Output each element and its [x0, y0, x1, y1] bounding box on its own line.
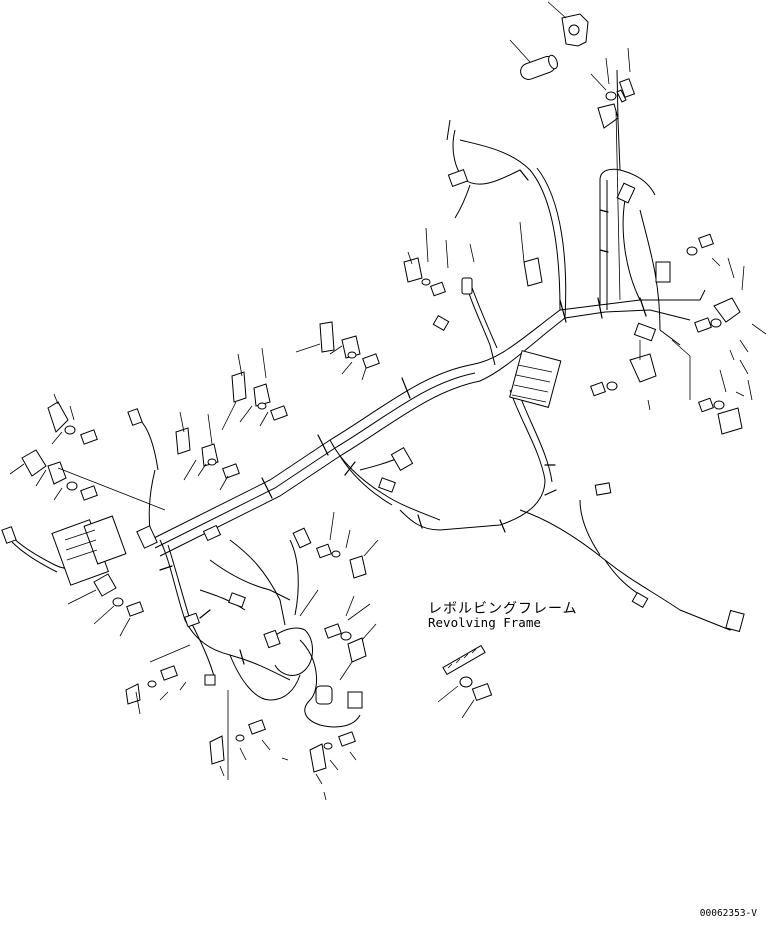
center-bolts — [299, 511, 379, 681]
caption-japanese: レボルビングフレーム — [428, 601, 578, 617]
right-lower-branch — [399, 387, 741, 631]
left-side-brackets — [9, 393, 240, 511]
top-right-bracket-assembly — [509, 1, 589, 80]
left-connector-block — [1, 515, 127, 586]
connectors — [127, 168, 745, 709]
relay-block — [509, 350, 562, 409]
top-right-bolt-washer — [590, 47, 636, 301]
harness-clamps — [159, 169, 647, 665]
left-center-brackets — [221, 347, 288, 431]
terminal-strip — [437, 644, 493, 719]
caption-english: Revolving Frame — [428, 615, 541, 630]
lower-middle-brackets — [209, 690, 357, 801]
right-bolts-washers — [590, 233, 767, 435]
upper-center-brackets — [403, 221, 543, 297]
center-bracket-assembly — [295, 321, 380, 381]
lower-left-branch — [139, 419, 361, 728]
main-harness-trunk — [149, 289, 706, 557]
top-left-connector-branch — [446, 119, 521, 366]
lower-left-brackets — [67, 573, 191, 715]
upper-right-branch — [459, 69, 681, 346]
drawing-number: 00062353-V — [699, 908, 757, 919]
